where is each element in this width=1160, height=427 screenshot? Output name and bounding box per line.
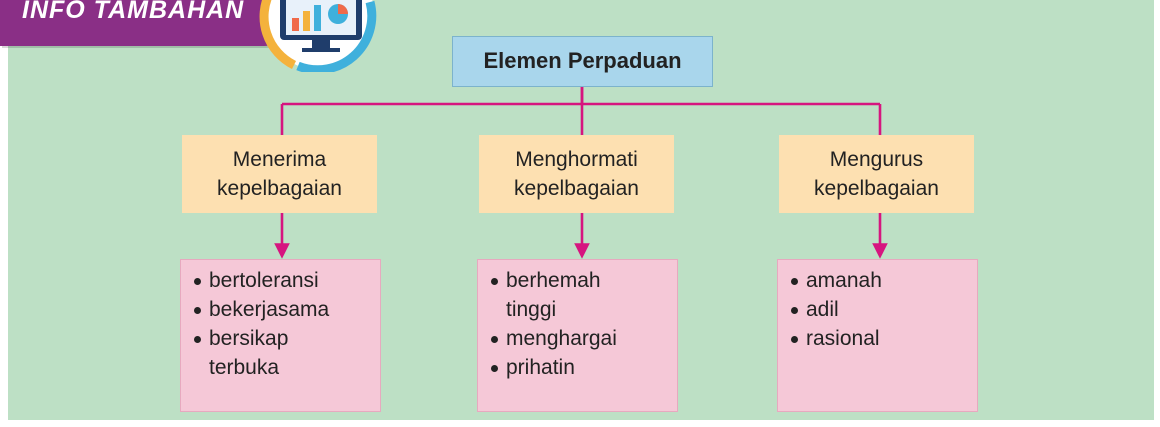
list-item: menghargai bbox=[491, 324, 677, 353]
category-title: Mengurus bbox=[829, 147, 924, 171]
item-list-menerima: bertoleransi bekerjasama bersikap terbuk… bbox=[180, 259, 381, 412]
list-item: berhemah tinggi bbox=[491, 266, 626, 324]
info-badge-label: INFO TAMBAHAN bbox=[22, 0, 245, 24]
category-node-mengurus: Mengurus kepelbagaian bbox=[779, 135, 974, 213]
category-subtitle: kepelbagaian bbox=[217, 177, 342, 200]
category-node-menghormati: Menghormati kepelbagaian bbox=[479, 135, 674, 213]
list-item: bertoleransi bbox=[194, 266, 380, 295]
list-item: prihatin bbox=[491, 353, 677, 382]
info-badge: INFO TAMBAHAN bbox=[0, 0, 290, 46]
category-node-menerima: Menerima kepelbagaian bbox=[182, 135, 377, 213]
list-item: bersikap terbuka bbox=[194, 324, 329, 382]
category-node-text: Mengurus kepelbagaian bbox=[814, 145, 939, 204]
list-item: amanah bbox=[791, 266, 977, 295]
category-subtitle: kepelbagaian bbox=[814, 177, 939, 200]
item-list-menghormati: berhemah tinggi menghargai prihatin bbox=[477, 259, 678, 412]
list-item: rasional bbox=[791, 324, 977, 353]
category-subtitle: kepelbagaian bbox=[514, 177, 639, 200]
category-title: Menghormati bbox=[515, 147, 638, 171]
category-node-text: Menerima kepelbagaian bbox=[217, 145, 342, 204]
category-title: Menerima bbox=[232, 147, 327, 171]
list-item: adil bbox=[791, 295, 977, 324]
category-node-text: Menghormati kepelbagaian bbox=[514, 145, 639, 204]
root-node: Elemen Perpaduan bbox=[452, 36, 713, 87]
list-item: bekerjasama bbox=[194, 295, 380, 324]
item-list-mengurus: amanah adil rasional bbox=[777, 259, 978, 412]
root-node-label: Elemen Perpaduan bbox=[483, 48, 682, 74]
monitor-chart-icon bbox=[259, 0, 377, 72]
